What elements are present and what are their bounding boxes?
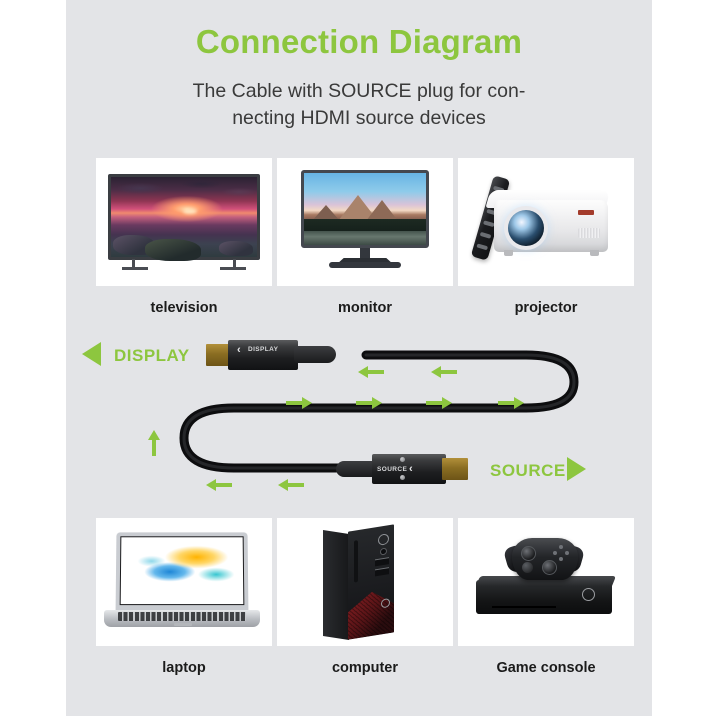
device-caption-laptop: laptop [162,660,206,676]
game-console-icon [458,518,634,646]
display-connector[interactable]: DISPLAY ‹ [206,337,336,373]
source-connector-chevron-icon: ‹ [409,463,414,475]
device-card-computer[interactable] [277,518,453,646]
page-subtitle: The Cable with SOURCE plug for con- nect… [104,78,614,132]
diagram-card: Connection Diagram The Cable with SOURCE… [66,0,652,716]
device-card-television[interactable] [96,158,272,286]
device-caption-television: television [150,300,218,316]
cable-diagram: DISPLAY DISPLAY ‹ SOURCE ‹ SOURCE [66,320,652,510]
device-card-projector[interactable] [458,158,634,286]
desktop-computer-icon [277,518,453,646]
device-caption-game-console: Game console [496,660,596,676]
page-title: Connection Diagram [195,23,523,60]
device-caption-computer: computer [331,660,399,676]
subtitle-line-2: necting HDMI source devices [232,106,486,129]
device-caption-monitor: monitor [338,300,392,316]
display-connector-chevron-icon: ‹ [237,344,242,356]
source-arrow-icon [567,457,586,481]
subtitle-line-1: The Cable with SOURCE plug for con- [192,80,526,102]
source-hdmi-plug-icon [442,458,468,480]
game-controller-icon [512,538,578,580]
display-label: DISPLAY [114,346,190,365]
television-icon [96,158,272,286]
monitor-icon [277,158,453,286]
source-connector[interactable]: SOURCE ‹ [336,450,476,488]
device-card-monitor[interactable] [277,158,453,286]
source-connector-label: SOURCE [377,466,408,473]
device-card-game-console[interactable] [458,518,634,646]
display-arrow-icon [82,342,101,366]
device-card-laptop[interactable] [96,518,272,646]
display-hdmi-plug-icon [206,344,230,366]
device-caption-projector: projector [514,300,578,316]
display-connector-label: DISPLAY [248,346,279,353]
source-label: SOURCE [490,461,566,480]
laptop-icon [96,518,272,646]
projector-icon [458,158,634,286]
